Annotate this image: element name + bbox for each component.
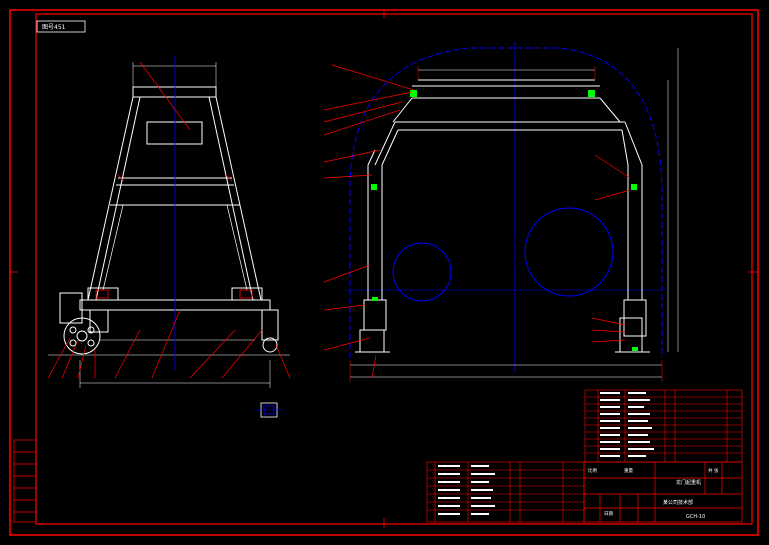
right-dim-extensions xyxy=(349,66,663,382)
right-leaders xyxy=(323,64,631,379)
drawing-name: 龙门起重机 xyxy=(676,479,701,486)
left-markers xyxy=(95,174,253,299)
right-markers xyxy=(371,90,638,351)
revision-column xyxy=(13,439,37,523)
title-tag: 图号451 xyxy=(42,24,66,31)
load-circle-large xyxy=(524,207,614,297)
clearance-envelope xyxy=(349,47,663,358)
detail-view xyxy=(254,402,284,418)
company-text: 某公司技术部 xyxy=(663,499,693,506)
material-label: 重量 xyxy=(624,467,633,474)
scale-label: 比例 xyxy=(588,467,597,474)
left-leaders xyxy=(47,61,291,379)
drawing-number: GCH-10 xyxy=(686,514,705,520)
left-view xyxy=(48,62,290,388)
right-view xyxy=(350,48,679,378)
load-circle-small xyxy=(392,242,452,302)
date-label: 日期 xyxy=(604,511,613,517)
title-block xyxy=(583,461,743,523)
parts-list-lower-text xyxy=(438,465,495,515)
parts-list-upper-text xyxy=(600,392,654,457)
parts-list-lower xyxy=(426,461,585,523)
sheet-label: 共 张 xyxy=(708,467,719,474)
parts-list-upper xyxy=(584,389,743,463)
inner-frame xyxy=(35,13,753,525)
title-tag-box xyxy=(36,20,86,33)
